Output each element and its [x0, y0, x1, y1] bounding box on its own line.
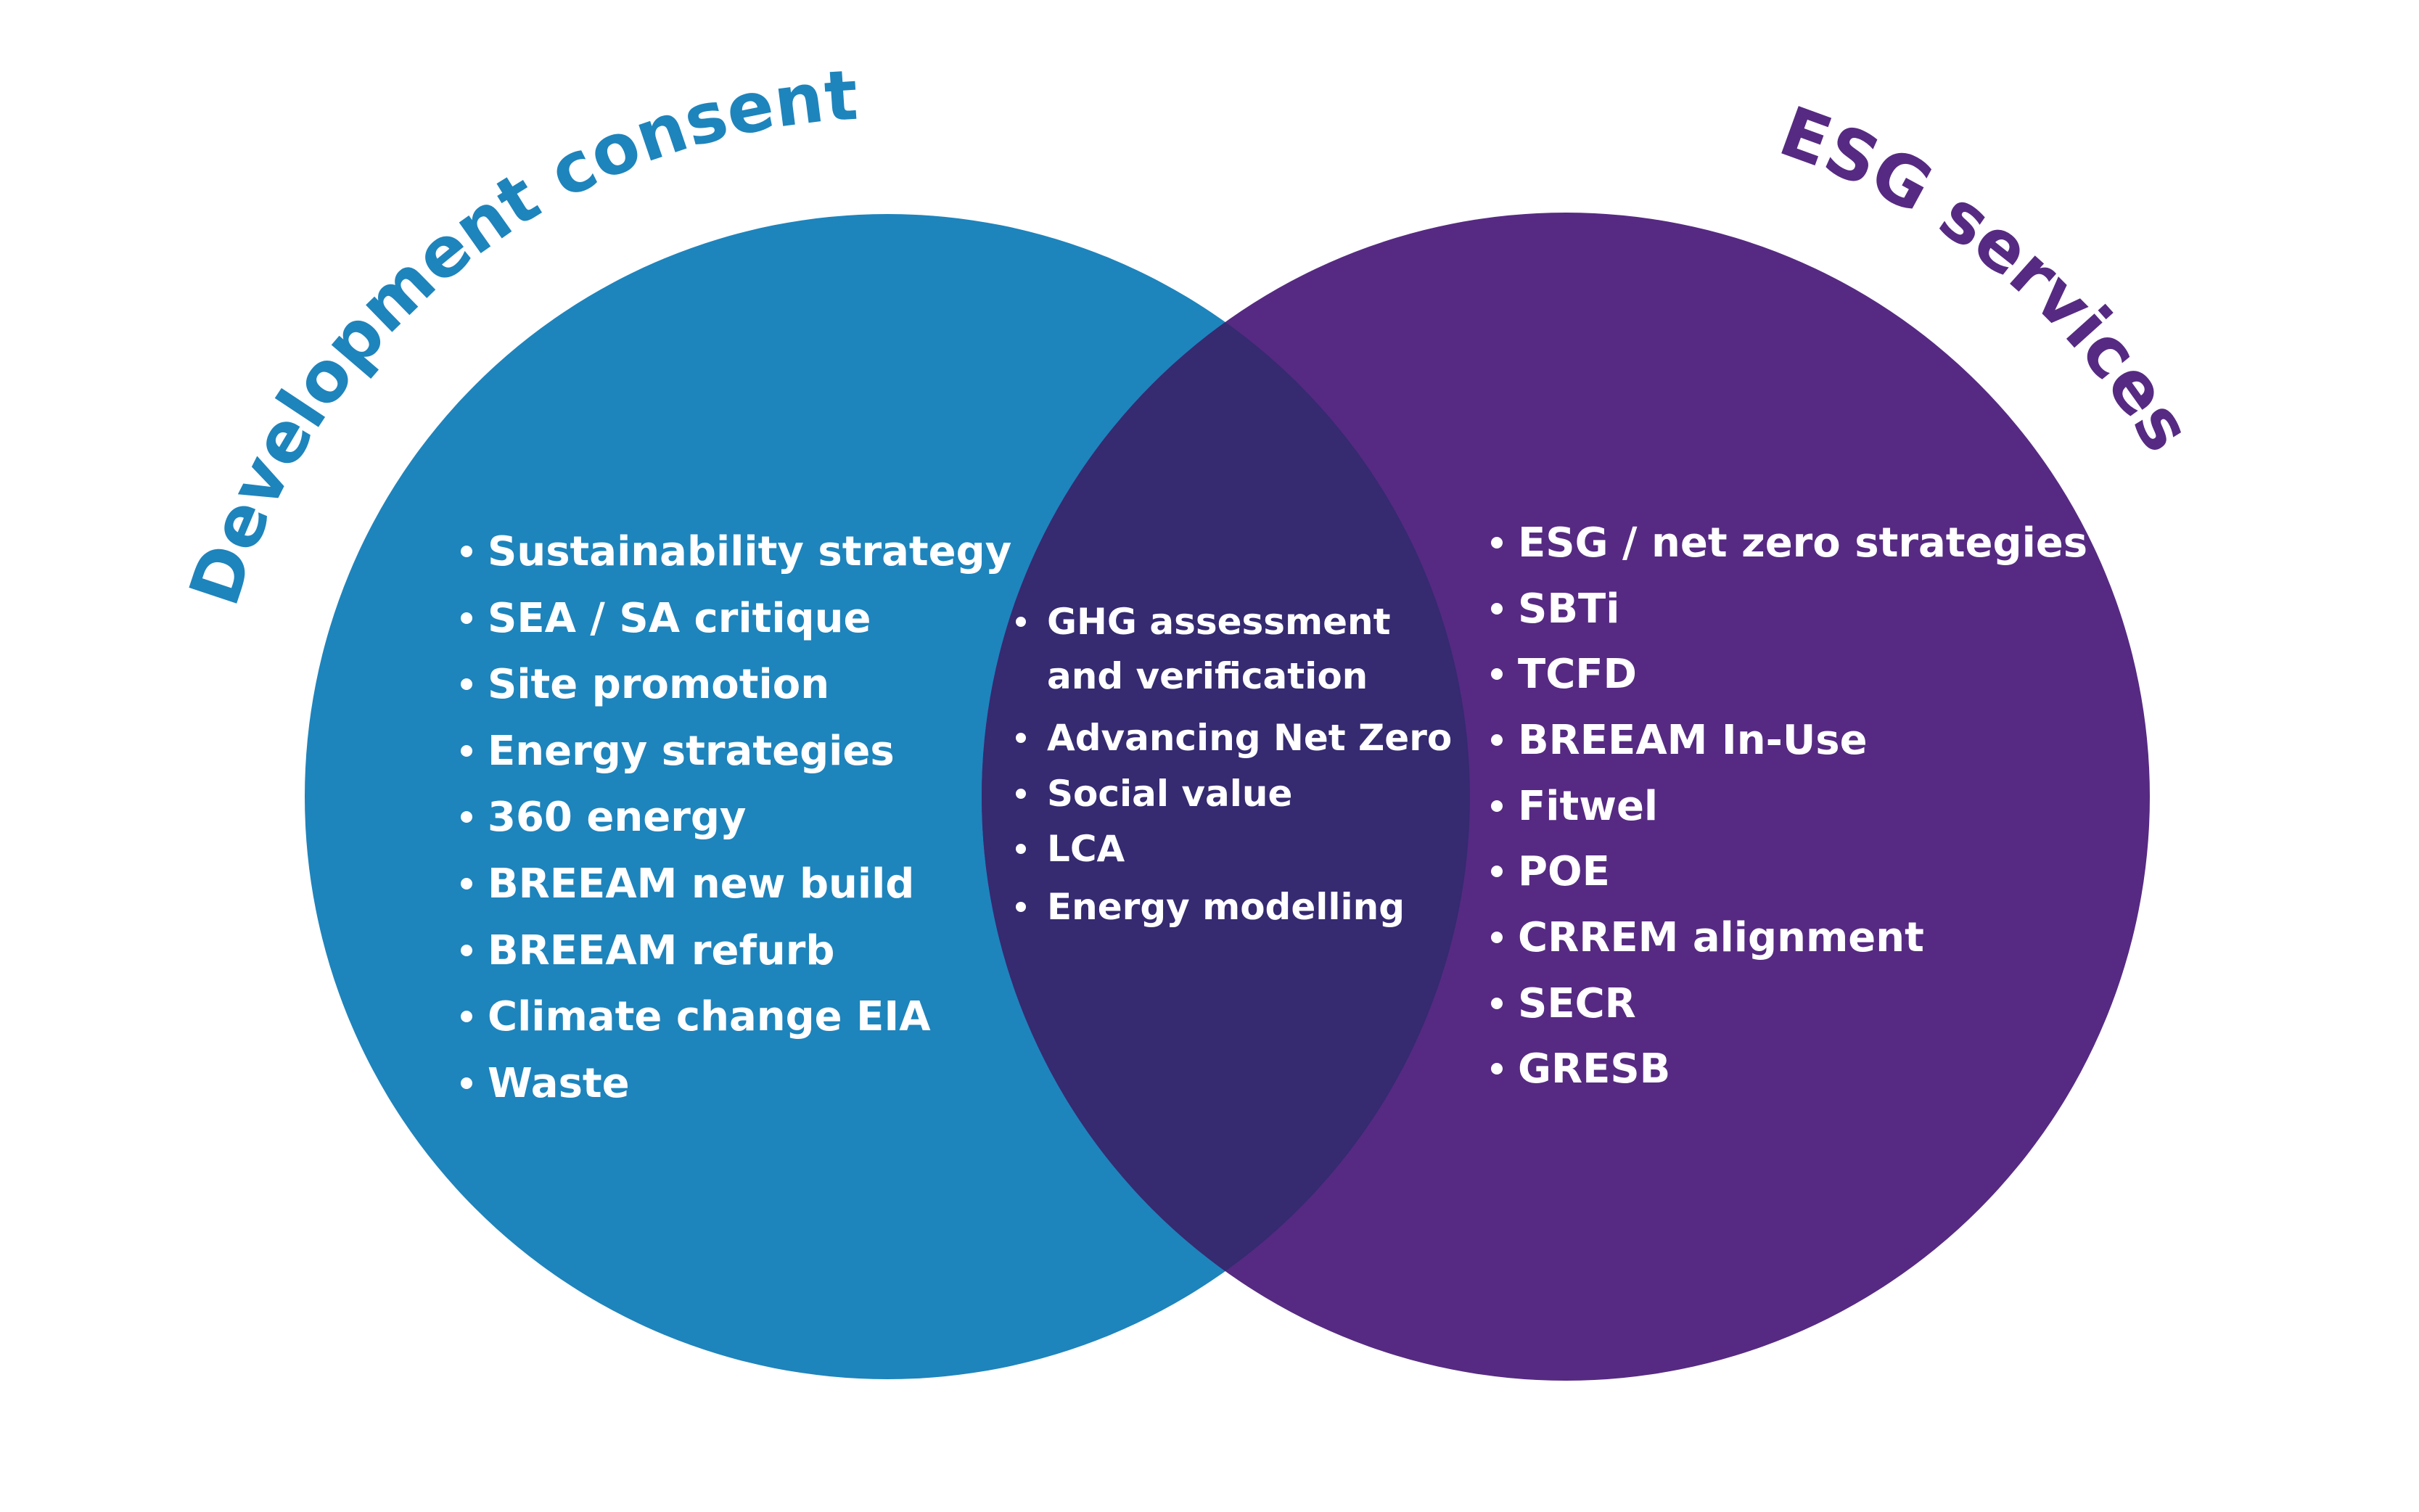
- bullet-dot: [1491, 866, 1503, 877]
- bullet-dot: [461, 945, 472, 956]
- right-list-item: BREEAM In-Use: [1518, 717, 1868, 764]
- bullet-dot: [461, 878, 472, 889]
- bullet-dot: [1491, 1063, 1503, 1075]
- right-list-item: TCFD: [1518, 651, 1637, 698]
- bullet-dot: [461, 678, 472, 690]
- bullet-dot: [1491, 603, 1503, 615]
- left-list-item: Climate change EIA: [488, 993, 931, 1040]
- bullet-dot: [1016, 844, 1026, 854]
- overlap-list-item: and verification: [1047, 655, 1368, 697]
- bullet-dot: [461, 1077, 472, 1089]
- right-list-item: SBTi: [1518, 586, 1619, 633]
- bullet-dot: [1016, 789, 1026, 799]
- overlap-list: GHG assessment and verification Advancin…: [1016, 601, 1452, 928]
- overlap-list-item: Advancing Net Zero: [1047, 717, 1452, 759]
- overlap-lens: [982, 214, 1470, 1379]
- right-list-item: Fitwel: [1518, 783, 1658, 830]
- bullet-dot: [1491, 537, 1503, 548]
- right-list-item: CRREM alignment: [1518, 914, 1924, 961]
- bullet-dot: [1491, 998, 1503, 1009]
- left-list-item: SEA / SA critique: [488, 595, 871, 642]
- bullet-dot: [1491, 932, 1503, 943]
- left-circle-list: Sustainability strategy SEA / SA critiqu…: [461, 528, 1011, 1107]
- overlap-list-item: GHG assessment: [1047, 601, 1391, 643]
- bullet-dot: [461, 745, 472, 757]
- bullet-dot: [461, 612, 472, 624]
- bullet-dot: [1016, 902, 1026, 912]
- right-list-item: GRESB: [1518, 1045, 1670, 1093]
- bullet-dot: [461, 811, 472, 823]
- right-list-item: POE: [1518, 848, 1610, 895]
- left-list-item: Energy strategies: [488, 728, 895, 775]
- overlap-list-item: LCA: [1047, 828, 1125, 870]
- overlap-list-item: Energy modelling: [1047, 886, 1405, 928]
- left-list-item: Site promotion: [488, 661, 829, 708]
- right-list-item: ESG / net zero strategies: [1518, 519, 2087, 567]
- bullet-dot: [1491, 734, 1503, 746]
- bullet-dot: [1016, 733, 1026, 743]
- bullet-dot: [461, 546, 472, 557]
- left-list-item: 360 energy: [488, 794, 746, 841]
- left-list-item: Waste: [488, 1060, 630, 1107]
- right-circle-list: ESG / net zero strategies SBTi TCFD BREE…: [1491, 519, 2087, 1093]
- bullet-dot: [1491, 800, 1503, 812]
- bullet-dot: [461, 1011, 472, 1022]
- left-list-item: Sustainability strategy: [488, 528, 1011, 575]
- right-list-item: SECR: [1518, 980, 1636, 1027]
- left-list-item: BREEAM refurb: [488, 927, 834, 974]
- bullet-dot: [1016, 617, 1026, 627]
- left-list-item: BREEAM new build: [488, 860, 914, 908]
- bullet-dot: [1491, 668, 1503, 680]
- overlap-list-item: Social value: [1047, 773, 1292, 815]
